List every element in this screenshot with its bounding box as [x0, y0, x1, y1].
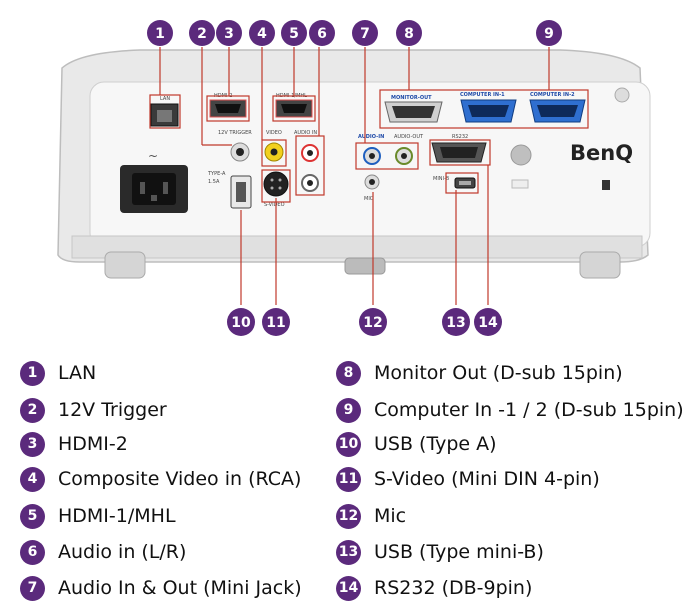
callout-2: 2 — [189, 20, 215, 46]
callout-11: 11 — [262, 308, 290, 336]
svg-text:11: 11 — [266, 315, 285, 331]
svg-text:MINI-B: MINI-B — [433, 176, 450, 182]
svg-text:AUDIO-IN: AUDIO-IN — [358, 134, 384, 140]
projector-rear-diagram: ~ LAN HDMI-2 HDMI-1/MHL 12V TRIGGER VIDE… — [57, 20, 651, 336]
svg-text:~: ~ — [148, 149, 158, 163]
callout-9: 9 — [536, 20, 562, 46]
monitor-out-port: MONITOR-OUT — [384, 95, 443, 123]
svg-text:8: 8 — [404, 26, 414, 42]
audio-in-lr-ports: AUDIO IN — [294, 130, 319, 192]
svg-text:5: 5 — [289, 26, 299, 42]
lan-port: LAN — [150, 96, 179, 127]
svg-text:RS232: RS232 — [452, 134, 468, 140]
svg-text:TYPE-A: TYPE-A — [207, 171, 226, 177]
callout-7: 7 — [352, 20, 378, 46]
callout-1: 1 — [147, 20, 173, 46]
svg-text:10: 10 — [231, 315, 251, 331]
svg-text:LAN: LAN — [160, 96, 170, 102]
svg-text:9: 9 — [544, 26, 554, 42]
composite-video-port: VIDEO — [264, 130, 284, 162]
callout-5: 5 — [281, 20, 307, 46]
callout-8: 8 — [396, 20, 422, 46]
svg-text:6: 6 — [317, 26, 327, 42]
callout-12: 12 — [359, 308, 387, 336]
svg-text:13: 13 — [446, 315, 465, 331]
svg-text:COMPUTER IN-2: COMPUTER IN-2 — [530, 92, 575, 98]
callouts-bottom: 10 11 12 13 14 — [227, 308, 502, 336]
usb-type-a-port: TYPE-A 1.5A — [207, 171, 252, 209]
s-video-port: S-VIDEO — [263, 171, 289, 208]
svg-text:2: 2 — [197, 26, 207, 42]
callout-4: 4 — [249, 20, 275, 46]
brand-logo: BenQ — [570, 141, 633, 165]
svg-text:S-VIDEO: S-VIDEO — [264, 202, 285, 208]
svg-text:AUDIO-OUT: AUDIO-OUT — [394, 134, 424, 140]
svg-text:7: 7 — [360, 26, 370, 42]
rs232-port: RS232 — [431, 134, 532, 166]
projector-body — [57, 49, 651, 279]
mic-port: MIC — [364, 174, 380, 202]
svg-text:MONITOR-OUT: MONITOR-OUT — [391, 95, 432, 101]
callout-14: 14 — [474, 308, 502, 336]
trigger-port: 12V TRIGGER — [218, 130, 252, 162]
svg-text:3: 3 — [224, 26, 234, 42]
svg-text:COMPUTER IN-1: COMPUTER IN-1 — [460, 92, 505, 98]
callouts-top: 1 2 3 4 5 6 7 8 9 — [147, 20, 562, 46]
audio-mini-jacks: AUDIO-IN AUDIO-OUT — [358, 134, 424, 165]
svg-text:14: 14 — [478, 315, 498, 331]
usb-mini-b-port: MINI-B — [433, 176, 476, 189]
svg-text:1.5A: 1.5A — [208, 179, 220, 185]
svg-text:1: 1 — [155, 26, 165, 42]
callout-3: 3 — [216, 20, 242, 46]
svg-text:VIDEO: VIDEO — [266, 130, 282, 136]
svg-text:12: 12 — [363, 315, 382, 331]
svg-text:AUDIO IN: AUDIO IN — [294, 130, 317, 136]
power-inlet: ~ — [120, 149, 188, 213]
callout-13: 13 — [442, 308, 470, 336]
svg-text:4: 4 — [257, 26, 267, 42]
leader-lines — [149, 47, 589, 305]
computer-in-2-port: COMPUTER IN-2 — [529, 92, 586, 123]
callout-10: 10 — [227, 308, 255, 336]
computer-in-1-port: COMPUTER IN-1 — [460, 92, 517, 123]
svg-text:MIC: MIC — [364, 196, 374, 202]
svg-text:12V TRIGGER: 12V TRIGGER — [218, 130, 252, 136]
callout-6: 6 — [309, 20, 335, 46]
